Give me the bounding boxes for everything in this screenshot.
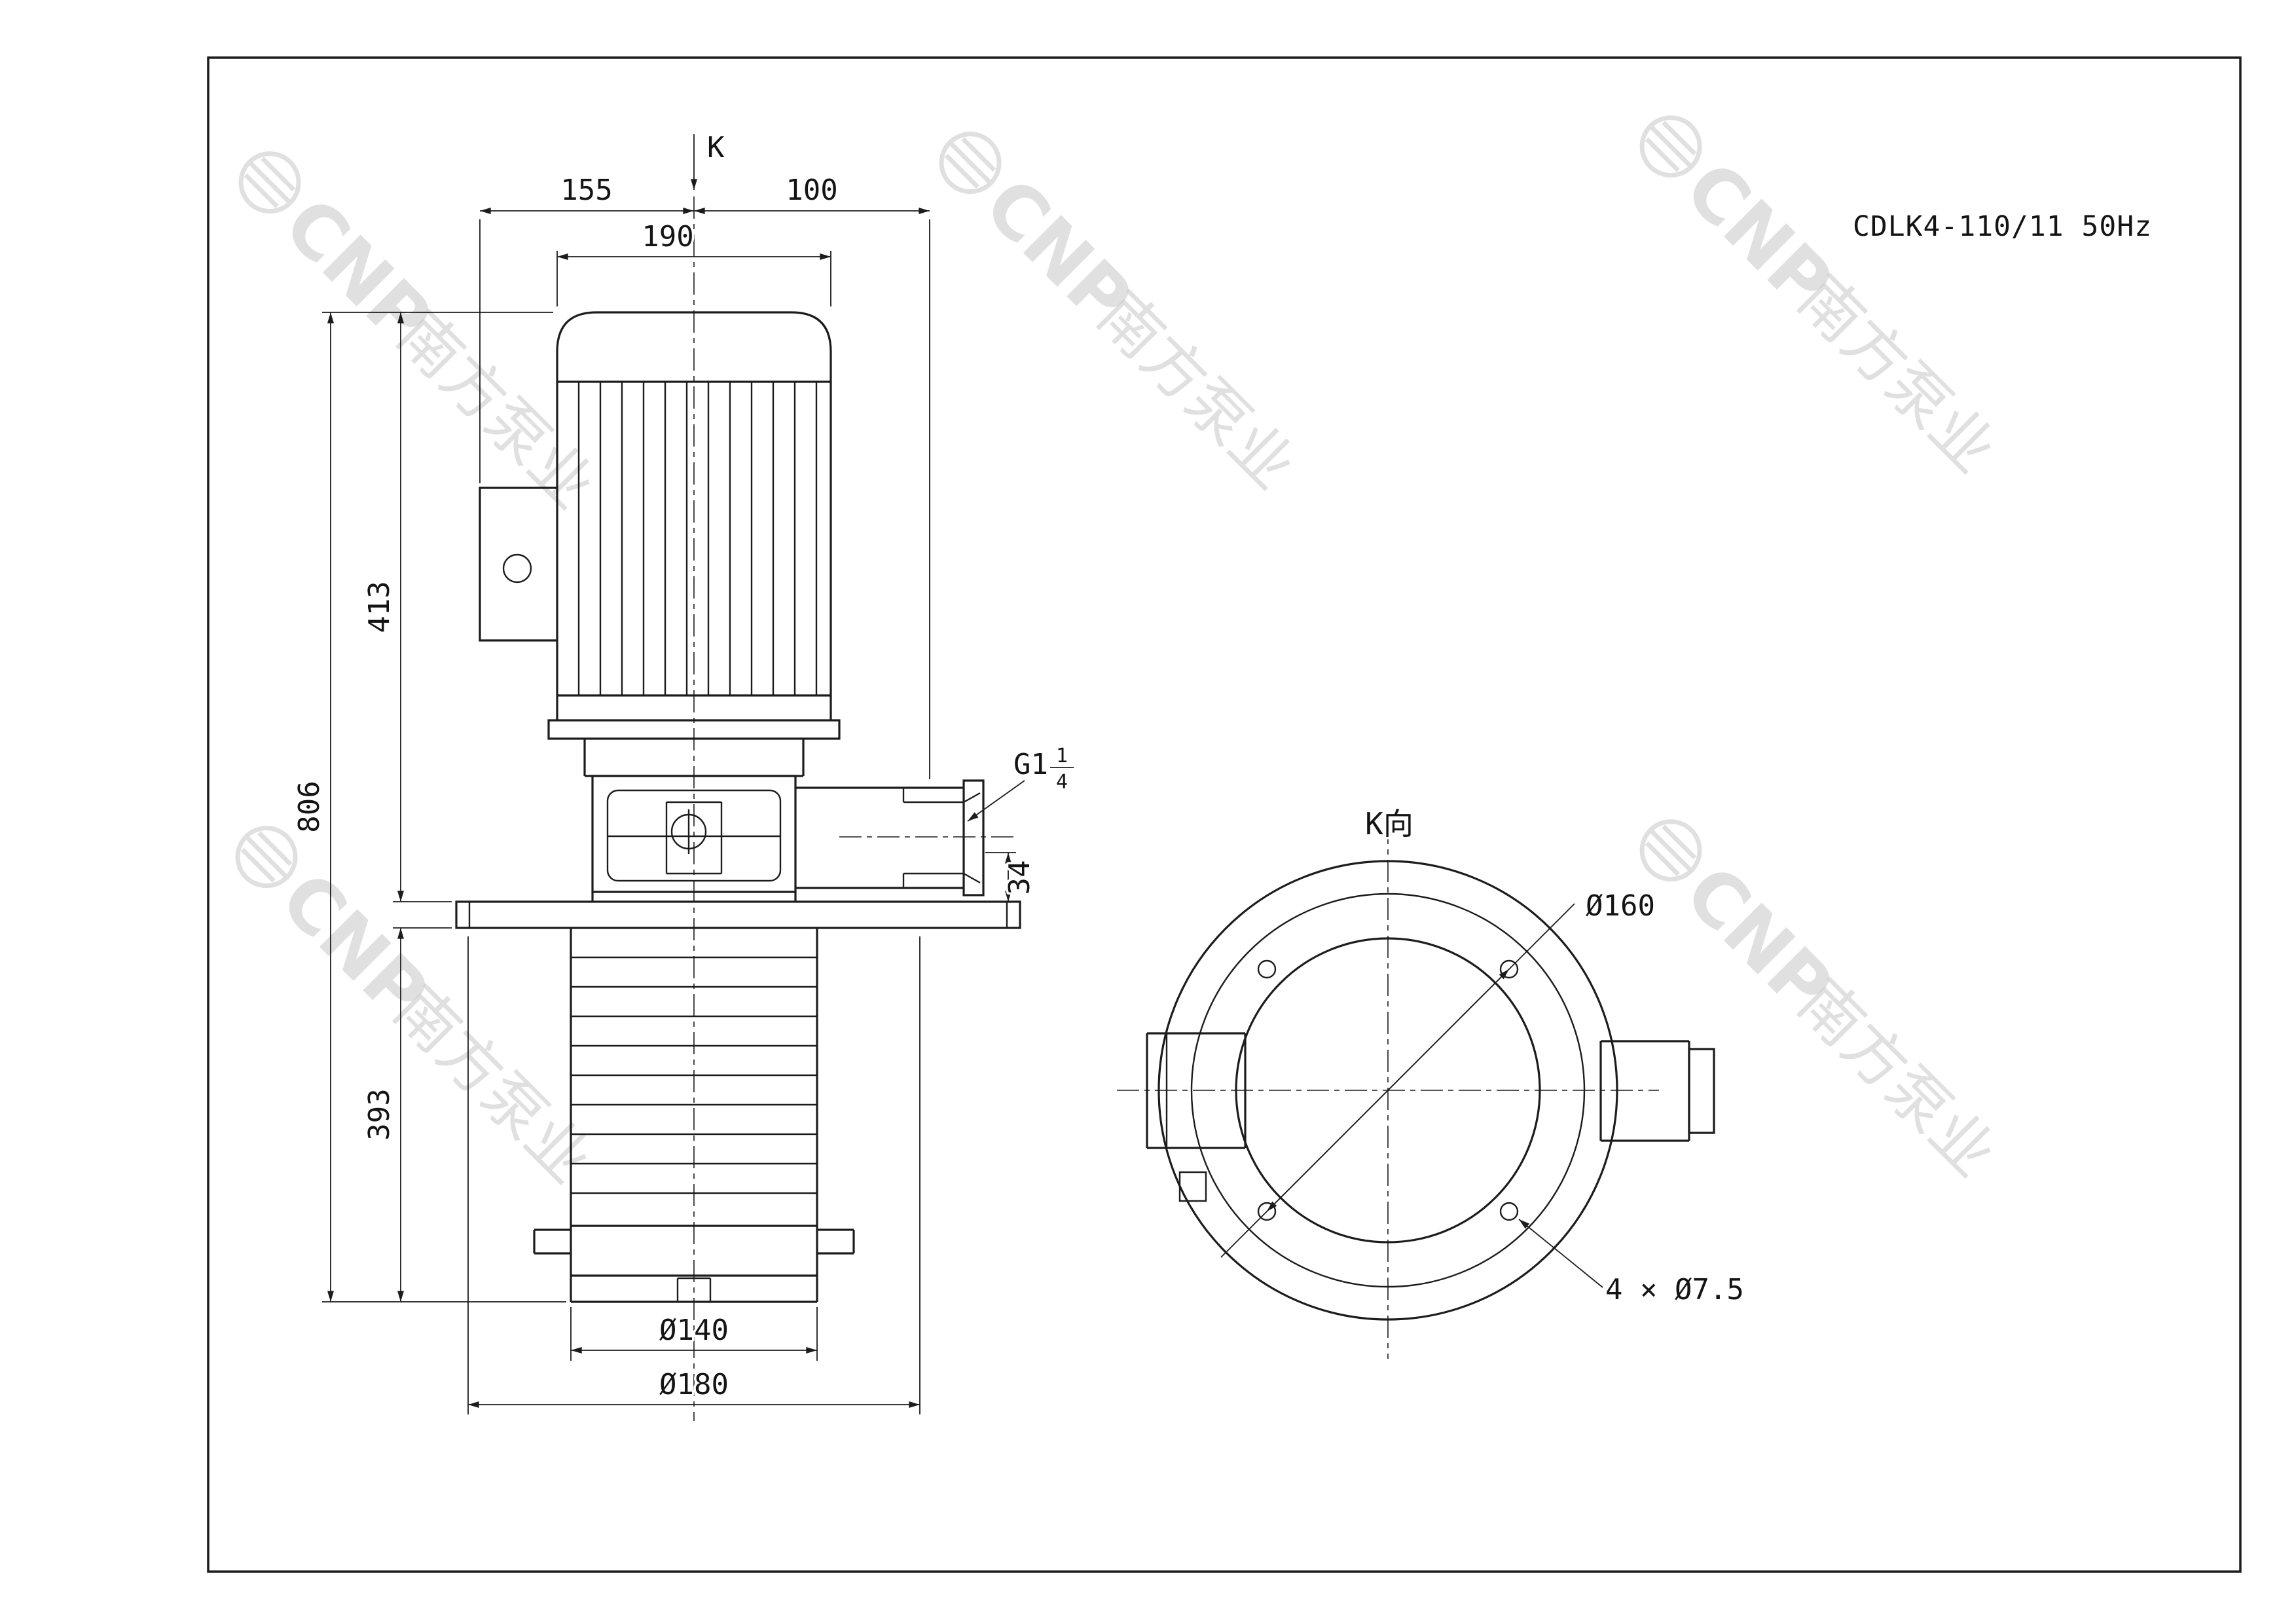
dim-413-label: 413 bbox=[363, 581, 396, 633]
terminal-box bbox=[479, 487, 557, 642]
k-view-title: K向 bbox=[1365, 806, 1413, 841]
flange-outer-circle bbox=[1157, 860, 1618, 1321]
thread-label-prefix: G1 bbox=[1013, 748, 1048, 781]
watermark-brand-cn: 南方泵业 bbox=[383, 298, 608, 523]
extension-lines bbox=[322, 219, 1016, 1414]
dim-190-label: 190 bbox=[642, 220, 693, 253]
feet-tabs bbox=[533, 1228, 855, 1255]
cnp-logo-icon bbox=[235, 826, 298, 889]
barrel-outline bbox=[570, 928, 818, 1303]
dim-100-label: 100 bbox=[786, 174, 837, 207]
motor-body bbox=[556, 382, 832, 720]
thread-fraction-numerator: 1 bbox=[1056, 745, 1068, 767]
watermark: CNP 南方泵业 bbox=[238, 151, 608, 523]
dim-d180-label: Ø180 bbox=[659, 1368, 729, 1401]
cnp-logo-icon bbox=[1639, 115, 1702, 178]
coupling-section bbox=[583, 739, 805, 902]
bolt-hole bbox=[1257, 959, 1277, 979]
discharge-port bbox=[795, 779, 985, 896]
mounting-plate bbox=[455, 900, 1021, 929]
bottom-plug bbox=[676, 1277, 712, 1302]
dim-d140-label: Ø140 bbox=[659, 1314, 729, 1347]
thread-leader bbox=[967, 780, 1025, 822]
bolt-holes-callout: 4 × Ø7.5 bbox=[1518, 1219, 1746, 1309]
stage-lines bbox=[571, 956, 817, 1194]
cable-gland bbox=[502, 553, 532, 583]
watermark-brand-cn: 南方泵业 bbox=[1784, 262, 2009, 487]
right-port-outline bbox=[1599, 1040, 1690, 1142]
bolt-holes-leader bbox=[1518, 1219, 1603, 1288]
plate-edge-tabs bbox=[468, 902, 1008, 928]
dim-393-label: 393 bbox=[363, 1088, 396, 1140]
thread-callout: G1 1 4 bbox=[967, 743, 1074, 822]
housing-to-plate bbox=[591, 892, 797, 902]
motor bbox=[479, 311, 841, 740]
cnp-logo-icon bbox=[1639, 819, 1702, 882]
watermark: CNP 南方泵业 bbox=[1639, 819, 2009, 1190]
watermark: CNP 南方泵业 bbox=[235, 826, 604, 1197]
d160-arrow-upper bbox=[1387, 969, 1510, 1091]
flange-raised-face-circle bbox=[1190, 893, 1586, 1288]
watermark-brand-cn: 南方泵业 bbox=[1784, 966, 2009, 1190]
side-view bbox=[455, 311, 1021, 1303]
thread-fraction-denominator: 4 bbox=[1056, 771, 1068, 794]
port-face bbox=[962, 779, 985, 896]
k-arrow-label: K bbox=[707, 131, 725, 164]
cnp-logo-icon bbox=[238, 151, 301, 214]
left-port-boss bbox=[1178, 1171, 1207, 1202]
bolt-holes-label: 4 × Ø7.5 bbox=[1605, 1273, 1744, 1306]
plate-outline bbox=[455, 900, 1021, 929]
kview-right-port bbox=[1599, 1040, 1715, 1142]
d160-dimension: Ø160 bbox=[1220, 887, 1657, 1258]
dim-806-label: 806 bbox=[293, 781, 326, 832]
d160-arrow-lower bbox=[1266, 1090, 1389, 1212]
port-thread bbox=[902, 788, 981, 888]
bolt-hole bbox=[1499, 1202, 1519, 1221]
motor-fins bbox=[577, 382, 818, 695]
side-view-dimensions: K 155 100 190 413 806 393 34 G1 1 4 Ø140… bbox=[291, 129, 1074, 1414]
dim-34-label: 34 bbox=[1003, 860, 1036, 895]
fan-cover bbox=[556, 311, 832, 383]
dim-d160-label: Ø160 bbox=[1586, 889, 1655, 923]
border-frame bbox=[207, 56, 2242, 1573]
watermark-layer: CNP 南方泵业 CNP 南方泵业 CNP 南方泵业 CNP 南方泵业 bbox=[235, 115, 2009, 1197]
watermark-brand-cn: 南方泵业 bbox=[1084, 278, 1308, 503]
flange-opening-circle bbox=[1235, 937, 1541, 1244]
left-port-outline bbox=[1146, 1032, 1247, 1149]
shaft-detail bbox=[670, 813, 707, 850]
cnp-logo-icon bbox=[939, 132, 1002, 194]
watermark: CNP 南方泵业 bbox=[1639, 115, 2009, 487]
motor-flange bbox=[547, 719, 841, 740]
coupling bbox=[608, 801, 780, 875]
port-body bbox=[795, 786, 964, 889]
k-view: K向 Ø160 4 × Ø7.5 bbox=[1146, 804, 1746, 1321]
model-label: CDLK4-110/11 50Hz bbox=[1853, 210, 2152, 243]
dim-155-label: 155 bbox=[560, 174, 612, 207]
watermark: CNP 南方泵业 bbox=[939, 132, 1308, 503]
right-port-end bbox=[1688, 1048, 1715, 1134]
kview-left-port bbox=[1146, 1032, 1247, 1202]
pump-barrel bbox=[533, 928, 855, 1303]
